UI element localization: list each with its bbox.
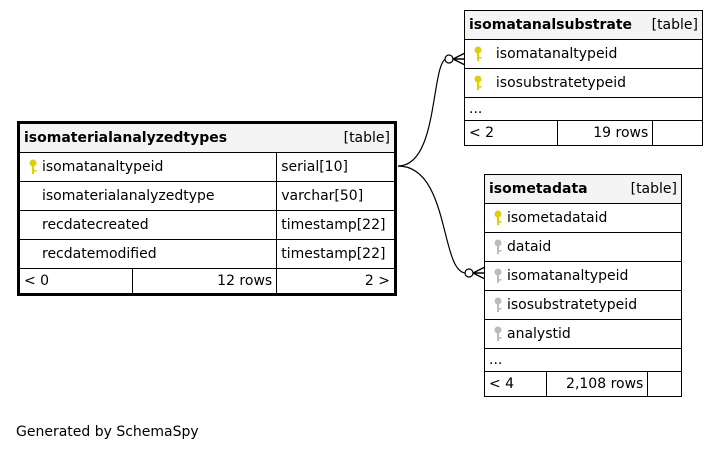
child-count-link[interactable]: 2 > xyxy=(276,268,396,295)
table-row[interactable]: isosubstratetypeid xyxy=(464,68,703,98)
column-type: serial[10] xyxy=(276,152,396,182)
table-row[interactable]: analystid xyxy=(484,319,682,349)
column-name: recdatecreated xyxy=(42,217,149,233)
row-count: 19 rows xyxy=(556,120,654,146)
child-count-cell xyxy=(652,120,703,146)
table-row[interactable]: recdatecreated timestamp[22] xyxy=(17,210,396,240)
optional-marker xyxy=(444,54,454,64)
column-name: isometadataid xyxy=(507,210,608,226)
parent-count-link[interactable]: < 4 xyxy=(484,371,547,397)
parent-count-link[interactable]: < 0 xyxy=(18,268,133,295)
column-name: isosubstratetypeid xyxy=(507,297,638,313)
parent-count-link[interactable]: < 2 xyxy=(464,120,558,146)
table-tag: [table] xyxy=(343,130,390,146)
table-header[interactable]: isomatanalsubstrate [table] xyxy=(464,10,703,40)
table-header[interactable]: isometadata [table] xyxy=(484,174,682,204)
primary-key-icon xyxy=(469,75,487,91)
table-tag: [table] xyxy=(630,181,677,197)
column-name: isosubstratetypeid xyxy=(495,75,626,91)
crowfoot-marker xyxy=(472,266,486,280)
column-name: dataid xyxy=(507,239,552,255)
column-name: isomatanaltypeid xyxy=(507,268,629,284)
column-name: isomatanaltypeid xyxy=(495,46,618,62)
table-row[interactable]: dataid xyxy=(484,232,682,262)
crowfoot-marker xyxy=(452,52,466,66)
column-name: recdatemodified xyxy=(42,246,157,262)
table-name: isomatanalsubstrate xyxy=(469,17,633,33)
foreign-key-icon xyxy=(489,268,507,284)
relationship-line-metadata xyxy=(397,165,467,274)
table-row[interactable]: isomaterialanalyzedtype varchar[50] xyxy=(17,181,396,211)
table-name: isomaterialanalyzedtypes xyxy=(24,130,228,146)
table-isometadata[interactable]: isometadata [table] isometadataid dataid… xyxy=(484,174,682,397)
row-count: 12 rows xyxy=(131,268,278,295)
table-isomaterialanalyzedtypes[interactable]: isomaterialanalyzedtypes [table] isomata… xyxy=(17,121,397,296)
child-count-cell xyxy=(647,371,682,397)
table-header[interactable]: isomaterialanalyzedtypes [table] xyxy=(18,122,396,153)
table-isomatanalsubstrate[interactable]: isomatanalsubstrate [table] isomatanalty… xyxy=(464,10,703,146)
table-row[interactable]: isomatanaltypeid xyxy=(464,39,703,69)
foreign-key-icon xyxy=(489,326,507,342)
primary-key-icon xyxy=(469,46,487,62)
table-tag: [table] xyxy=(651,17,698,33)
table-row[interactable]: recdatemodified timestamp[22] xyxy=(17,239,396,269)
column-type: varchar[50] xyxy=(276,181,396,211)
foreign-key-icon xyxy=(489,297,507,313)
column-type: timestamp[22] xyxy=(276,210,396,240)
table-row[interactable]: isosubstratetypeid xyxy=(484,290,682,320)
generator-caption: Generated by SchemaSpy xyxy=(16,424,199,440)
column-name: isomatanaltypeid xyxy=(42,159,164,175)
column-type: timestamp[22] xyxy=(276,239,396,269)
table-row[interactable]: isomatanaltypeid xyxy=(484,261,682,291)
relationship-line-substrate xyxy=(397,57,449,167)
more-columns: ... xyxy=(484,348,682,372)
table-row[interactable]: isomatanaltypeid serial[10] xyxy=(17,152,396,182)
primary-key-icon xyxy=(24,159,42,175)
column-name: isomaterialanalyzedtype xyxy=(42,188,215,204)
row-count: 2,108 rows xyxy=(545,371,649,397)
optional-marker xyxy=(464,268,474,278)
foreign-key-icon xyxy=(489,239,507,255)
more-columns: ... xyxy=(464,97,703,121)
column-name: analystid xyxy=(507,326,571,342)
table-name: isometadata xyxy=(489,181,588,197)
table-row[interactable]: isometadataid xyxy=(484,203,682,233)
primary-key-icon xyxy=(489,210,507,226)
